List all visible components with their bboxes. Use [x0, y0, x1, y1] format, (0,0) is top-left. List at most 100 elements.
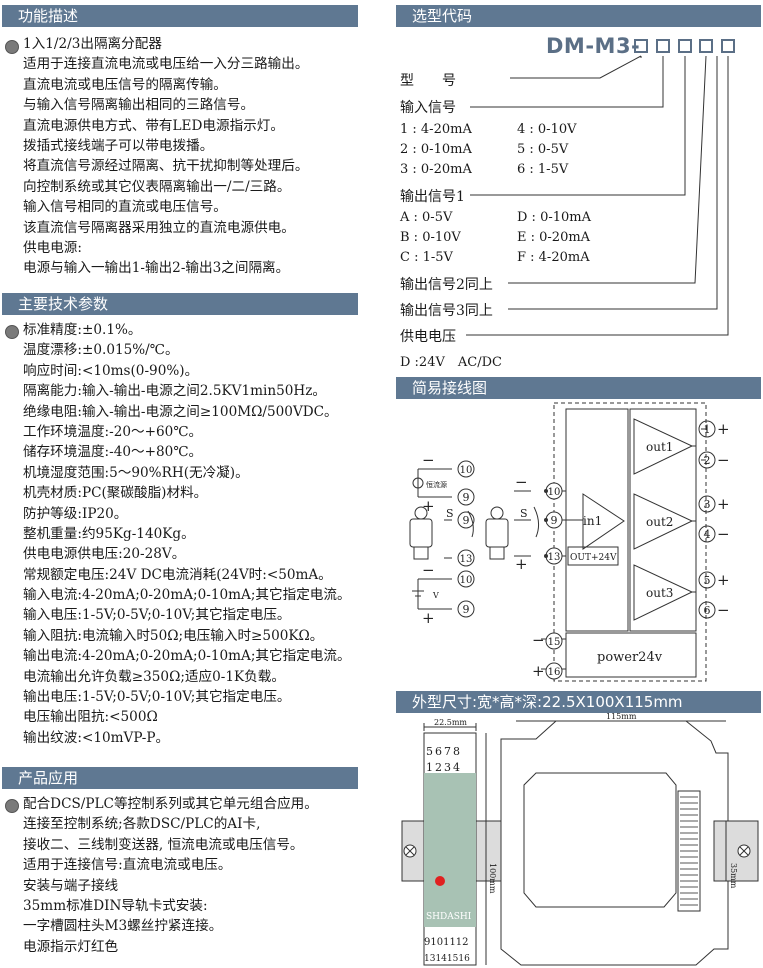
output-option: E : 0-20mA [517, 230, 591, 245]
minus-sign: − [717, 451, 730, 469]
terminal-16: 16 [548, 667, 561, 678]
text-line: 供电电源供电压:20-28V。 [23, 546, 186, 563]
application-list: 配合DCS/PLC等控制系列或其它单元组合应用。连接至控制系统;各款DSC/PL… [23, 794, 318, 957]
brand-label: SHDASHI [426, 912, 472, 922]
text-line: 1入1/2/3出隔离分配器 [23, 36, 162, 52]
minus-sign: − [515, 473, 528, 491]
bullet-icon [5, 325, 19, 339]
voltage-source-label: V [432, 591, 439, 600]
text-line: 电源指示灯红色 [23, 938, 119, 955]
output1-label: 输出信号1 [400, 189, 465, 205]
power24v-label: power24v [597, 650, 663, 665]
text-line: 输出电流:4-20mA;0-20mA;0-10mA;其它指定电流。 [23, 648, 351, 665]
text-line: 输入阻抗:电流输入时50Ω;电压输入时≥500KΩ。 [23, 627, 324, 644]
text-line: 拨插式接线端子可以带电拨播。 [23, 137, 214, 154]
terminal-9: 9 [551, 514, 558, 527]
terminal-9: 9 [463, 603, 470, 616]
output3-label: 输出信号3同上 [400, 303, 493, 319]
terminal-1: 1 [704, 423, 711, 436]
power-label: 供电电压 [400, 329, 456, 345]
section-header-dimensions: 外型尺寸:宽*高*深:22.5X100X115mm [396, 691, 761, 713]
terminal-2: 2 [704, 454, 711, 467]
in1-label: in1 [583, 514, 602, 528]
model-leader-lines [466, 55, 729, 336]
out24v-label: OUT+24V [570, 553, 617, 563]
text-line: 该直流信号隔离器采用独立的直流电源供电。 [23, 219, 295, 236]
terminal-4: 4 [704, 528, 711, 541]
text-line: 向控制系统或其它仪表隔离输出一/二/三路。 [23, 178, 291, 195]
terminal-9: 9 [463, 491, 470, 504]
text-line: 35mm标准DIN导轨卡式安装: [23, 897, 208, 914]
terminal-13: 13 [460, 554, 473, 565]
section-header-model: 选型代码 [396, 5, 761, 27]
text-line: 适用于连接信号:直流电流或电压。 [23, 857, 232, 874]
text-line: 电流输出允许负载≥350Ω;适应0-1K负载。 [23, 668, 285, 685]
minus-sign: − [532, 631, 545, 649]
plus-sign: + [422, 609, 435, 627]
height-dimension: 100mm [488, 863, 497, 894]
text-line: 适用于连接直流电流或电压给一入分三路输出。 [23, 56, 309, 73]
terminal-10: 10 [460, 575, 473, 586]
out2-label: out2 [646, 515, 673, 529]
section-header-function: 功能描述 [2, 5, 358, 27]
terminal-10: 10 [460, 465, 473, 476]
output-option: D : 0-10mA [517, 210, 591, 225]
minus-sign: − [422, 561, 435, 579]
output-option: F : 4-20mA [517, 250, 590, 265]
text-line: 储存环境温度:-40～+80℃。 [23, 444, 203, 461]
out1-label: out1 [646, 440, 673, 454]
wiring-diagram: in1 out1 out2 out3 OUT+24V power24v 恒流源 … [409, 402, 730, 682]
text-line: 工作环境温度:-20～+60℃。 [23, 423, 203, 440]
input-option: 1 : 4-20mA [400, 122, 472, 137]
code-box [678, 39, 692, 53]
input-option: 2 : 0-10mA [400, 142, 472, 157]
output-option: C : 1-5V [400, 250, 453, 265]
terminal-row-top2: 1234 [426, 761, 462, 774]
text-line: 接收二、三线制变送器, 恒流电流或电压信号。 [23, 836, 304, 853]
section-header-application: 产品应用 [2, 767, 358, 789]
plus-sign: + [717, 495, 730, 513]
depth-dimension: 115mm [606, 713, 637, 721]
text-line: 连接至控制系统;各款DSC/PLC的AI卡, [23, 816, 261, 833]
terminal-row-top: 5678 [426, 745, 462, 758]
output2-label: 输出信号2同上 [400, 277, 493, 293]
bullet-icon [5, 40, 19, 54]
dimension-drawing: 22.5mm 115mm 100mm 35mm 5678 1234 910111… [401, 713, 759, 966]
text-line: 机壳材质:PC(聚碳酸脂)材料。 [23, 485, 208, 502]
width-dimension: 22.5mm [434, 718, 467, 727]
model-type-label: 型 号 [400, 73, 456, 89]
code-box [634, 39, 648, 53]
terminal-15: 15 [548, 637, 561, 648]
text-line: 输出纹波:<10mVP-P。 [23, 729, 170, 746]
spec-list: 标准精度:±0.1%。温度漂移:±0.015%/℃。响应时间:<10ms(0-9… [23, 320, 351, 748]
model-code: DM-M3- [546, 34, 641, 58]
terminal-13: 13 [548, 552, 561, 563]
text-line: 电源与输入一输出1-输出2-输出3之间隔离。 [23, 260, 290, 277]
text-line: 直流电源供电方式、带有LED电源指示灯。 [23, 117, 284, 134]
code-box [721, 39, 735, 53]
terminal-9: 9 [463, 514, 470, 527]
minus-sign: − [717, 525, 730, 543]
input-signal-label: 输入信号 [400, 100, 456, 116]
output-option: B : 0-10V [400, 230, 461, 245]
plus-sign: + [422, 497, 435, 515]
s-label: S [446, 507, 454, 520]
text-line: 常规额定电压:24V DC电流消耗(24V时:<50mA。 [23, 566, 332, 583]
plus-sign: + [532, 662, 545, 680]
terminal-3: 3 [704, 498, 711, 511]
text-line: 一字槽圆柱头M3螺丝拧紧连接。 [23, 918, 223, 935]
text-line: 输出电压:1-5V;0-5V;0-10V;其它指定电压。 [23, 689, 291, 706]
text-line: 机境湿度范围:5～90%RH(无冷凝)。 [23, 464, 249, 481]
code-box [699, 39, 713, 53]
current-source-label: 恒流源 [426, 480, 447, 489]
input-option: 6 : 1-5V [517, 162, 569, 177]
plus-sign: + [717, 420, 730, 438]
text-line: 直流电流或电压信号的隔离传输。 [23, 76, 227, 93]
rail-dimension: 35mm [729, 863, 738, 889]
terminal-5: 5 [704, 574, 711, 587]
power-value: D :24V AC/DC [400, 355, 502, 370]
section-header-specs: 主要技术参数 [2, 293, 358, 315]
s-label: S [520, 507, 528, 520]
text-line: 温度漂移:±0.015%/℃。 [23, 342, 179, 359]
text-line: 供电电源: [23, 239, 82, 256]
